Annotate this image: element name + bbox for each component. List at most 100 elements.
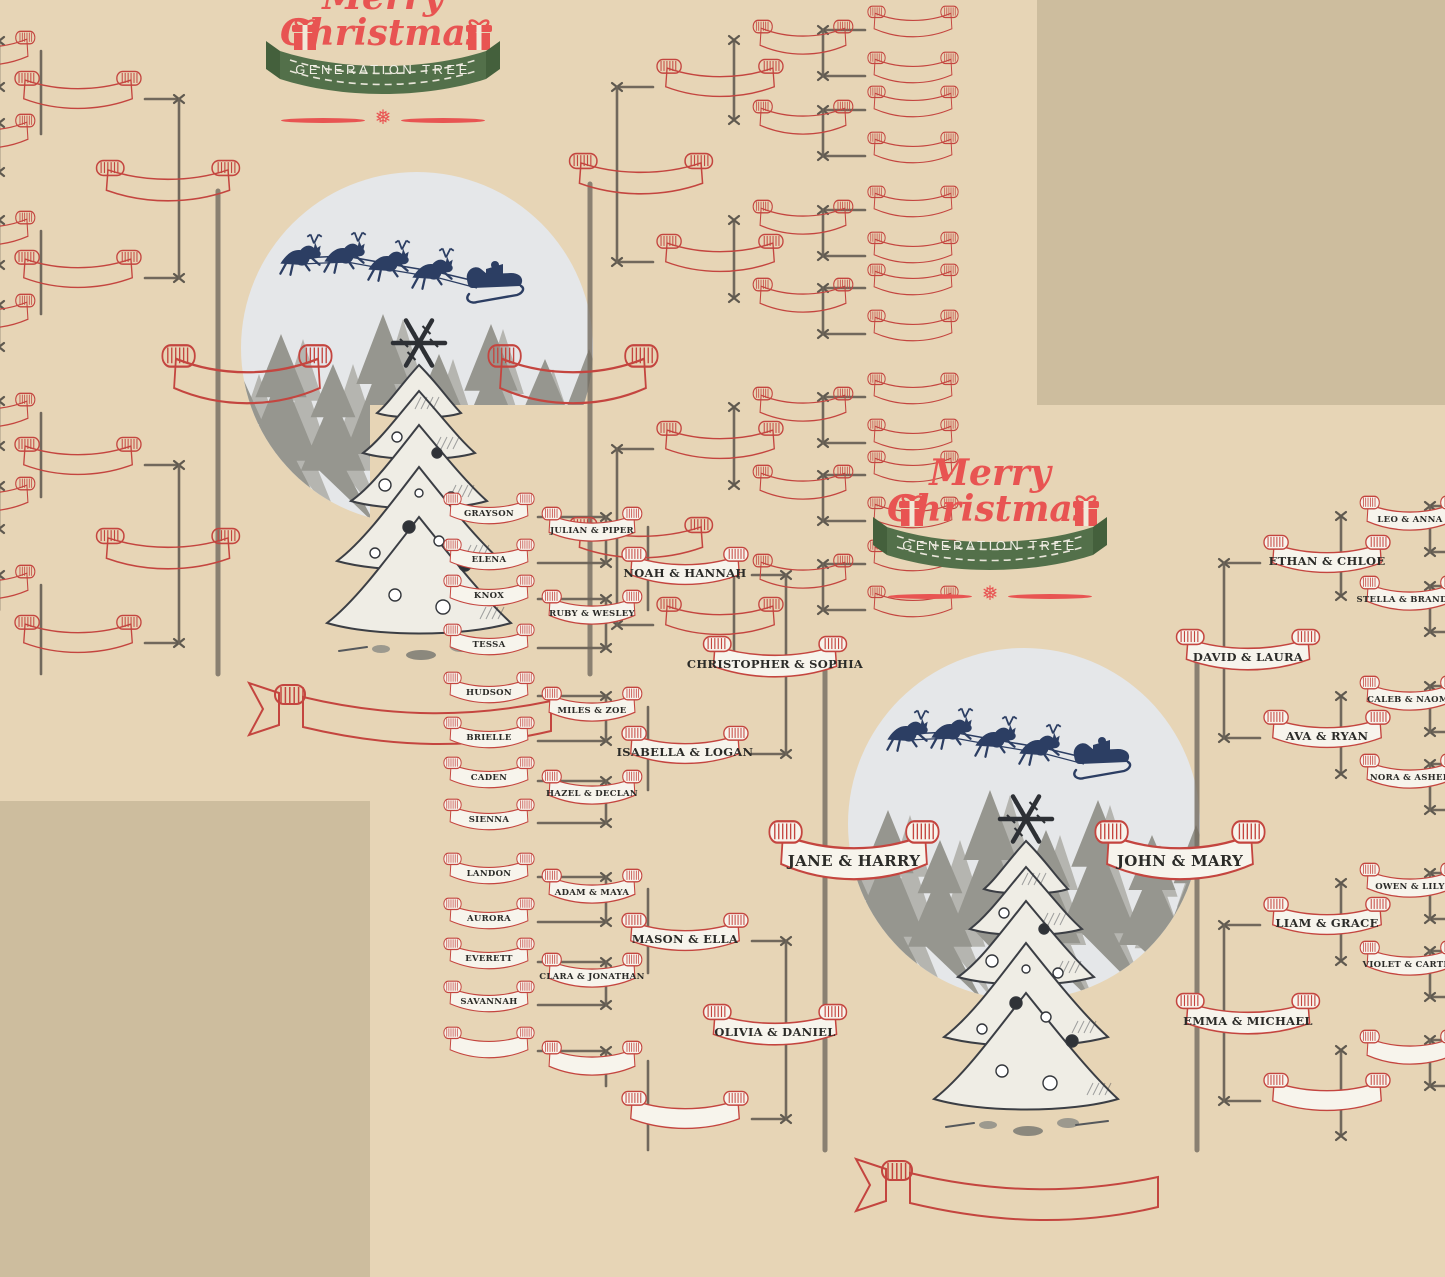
name-banner[interactable]: CLARA & JONATHAN: [539, 952, 645, 994]
name-banner[interactable]: [565, 152, 717, 202]
name-banner[interactable]: [750, 386, 856, 428]
scroll-banner-shape: [752, 464, 854, 500]
name-banner[interactable]: [865, 85, 961, 123]
name-banner[interactable]: SAVANNAH: [441, 980, 537, 1018]
scroll-banner-shape: [752, 19, 854, 55]
name-banner[interactable]: [865, 372, 961, 410]
name-banner[interactable]: [0, 564, 38, 606]
name-banner[interactable]: [750, 464, 856, 506]
scroll-banner-shape: [867, 185, 959, 218]
name-banner[interactable]: [157, 343, 337, 415]
name-banner[interactable]: [865, 185, 961, 223]
name-banner[interactable]: HAZEL & DECLAN: [539, 769, 645, 811]
name-banner[interactable]: NOAH & HANNAH: [618, 546, 752, 592]
name-banner[interactable]: STELLA & BRANDON: [1356, 575, 1445, 617]
name-banner[interactable]: [865, 585, 961, 623]
name-banner[interactable]: EVERETT: [441, 937, 537, 975]
scroll-banner-shape: [541, 868, 643, 904]
name-banner[interactable]: AURORA: [441, 897, 537, 935]
name-banner[interactable]: JULIAN & PIPER: [539, 506, 645, 548]
name-banner[interactable]: [92, 527, 244, 577]
banner-label: NOAH & HANNAH: [623, 565, 747, 580]
family-name-ribbon[interactable]: [245, 677, 555, 755]
name-banner[interactable]: MASON & ELLA: [618, 912, 752, 958]
name-banner[interactable]: [0, 113, 38, 155]
name-banner[interactable]: CADEN: [441, 756, 537, 794]
name-banner[interactable]: ETHAN & CHLOE: [1260, 534, 1394, 580]
name-banner[interactable]: JOHN & MARY: [1090, 819, 1270, 891]
poster-title-merry: Merry: [929, 452, 1051, 494]
name-banner[interactable]: [750, 277, 856, 319]
name-banner[interactable]: [0, 476, 38, 518]
scroll-banner-shape: [752, 199, 854, 235]
name-banner[interactable]: [0, 30, 38, 72]
name-banner[interactable]: [92, 159, 244, 209]
name-banner[interactable]: OLIVIA & DANIEL: [699, 1003, 851, 1053]
ribbon-banner: [266, 41, 500, 94]
scroll-banner-shape: [14, 249, 142, 289]
banner-label: VIOLET & CARTER: [1362, 959, 1445, 970]
name-banner[interactable]: [865, 263, 961, 301]
name-banner[interactable]: NORA & ASHER: [1357, 753, 1445, 795]
scroll-banner-shape: [14, 436, 142, 476]
name-banner[interactable]: [865, 51, 961, 89]
name-banner[interactable]: CHRISTOPHER & SOPHIA: [687, 635, 863, 685]
name-banner[interactable]: [1260, 1072, 1394, 1118]
name-banner[interactable]: ELENA: [441, 538, 537, 576]
name-banner[interactable]: HUDSON: [441, 671, 537, 709]
name-banner[interactable]: [11, 249, 145, 295]
scroll-banner-shape: [656, 233, 784, 273]
name-banner[interactable]: DAVID & LAURA: [1172, 628, 1324, 678]
family-name-ribbon[interactable]: [852, 1153, 1162, 1231]
name-banner[interactable]: RUBY & WESLEY: [539, 589, 645, 631]
name-banner[interactable]: ISABELLA & LOGAN: [617, 725, 753, 771]
name-banner[interactable]: [618, 1090, 752, 1136]
name-banner[interactable]: [865, 231, 961, 269]
name-banner[interactable]: [865, 418, 961, 456]
name-banner[interactable]: [0, 392, 38, 434]
name-banner[interactable]: [0, 293, 38, 335]
name-banner[interactable]: MILES & ZOE: [539, 686, 645, 728]
name-banner[interactable]: TESSA: [441, 623, 537, 661]
name-banner[interactable]: [11, 436, 145, 482]
divider-line-right: [1008, 594, 1092, 599]
name-banner[interactable]: [653, 420, 787, 466]
name-banner[interactable]: OWEN & LILY: [1357, 862, 1445, 904]
name-banner[interactable]: BRIELLE: [441, 716, 537, 754]
name-banner[interactable]: [865, 309, 961, 347]
name-banner[interactable]: LIAM & GRACE: [1260, 896, 1394, 942]
name-banner[interactable]: [441, 1026, 537, 1064]
name-banner[interactable]: [653, 233, 787, 279]
name-banner[interactable]: [750, 19, 856, 61]
name-banner[interactable]: [653, 58, 787, 104]
name-banner[interactable]: [653, 596, 787, 642]
name-banner[interactable]: [483, 343, 663, 415]
banner-label: MILES & ZOE: [557, 705, 627, 716]
name-banner[interactable]: SIENNA: [441, 798, 537, 836]
name-banner[interactable]: KNOX: [441, 574, 537, 612]
name-banner[interactable]: GRAYSON: [441, 492, 537, 530]
name-banner[interactable]: VIOLET & CARTER: [1357, 940, 1445, 982]
name-banner[interactable]: [750, 99, 856, 141]
name-banner[interactable]: JANE & HARRY: [764, 819, 944, 891]
scroll-banner-shape: [621, 912, 749, 952]
name-banner[interactable]: [11, 70, 145, 116]
name-banner[interactable]: EMMA & MICHAEL: [1172, 992, 1324, 1042]
name-banner[interactable]: [539, 1040, 645, 1082]
name-banner[interactable]: [865, 496, 961, 534]
scroll-banner-shape: [702, 635, 848, 678]
name-banner[interactable]: ADAM & MAYA: [539, 868, 645, 910]
name-banner[interactable]: [750, 199, 856, 241]
name-banner[interactable]: [865, 450, 961, 488]
name-banner[interactable]: [11, 614, 145, 660]
name-banner[interactable]: LANDON: [441, 852, 537, 890]
name-banner[interactable]: [750, 553, 856, 595]
name-banner[interactable]: AVA & RYAN: [1260, 709, 1394, 755]
name-banner[interactable]: CALEB & NAOMI: [1357, 675, 1445, 717]
name-banner[interactable]: LEO & ANNA: [1357, 495, 1445, 537]
name-banner[interactable]: [865, 5, 961, 43]
name-banner[interactable]: [0, 210, 38, 252]
scroll-banner-shape: [867, 496, 959, 529]
name-banner[interactable]: [1357, 1029, 1445, 1071]
name-banner[interactable]: [865, 131, 961, 169]
